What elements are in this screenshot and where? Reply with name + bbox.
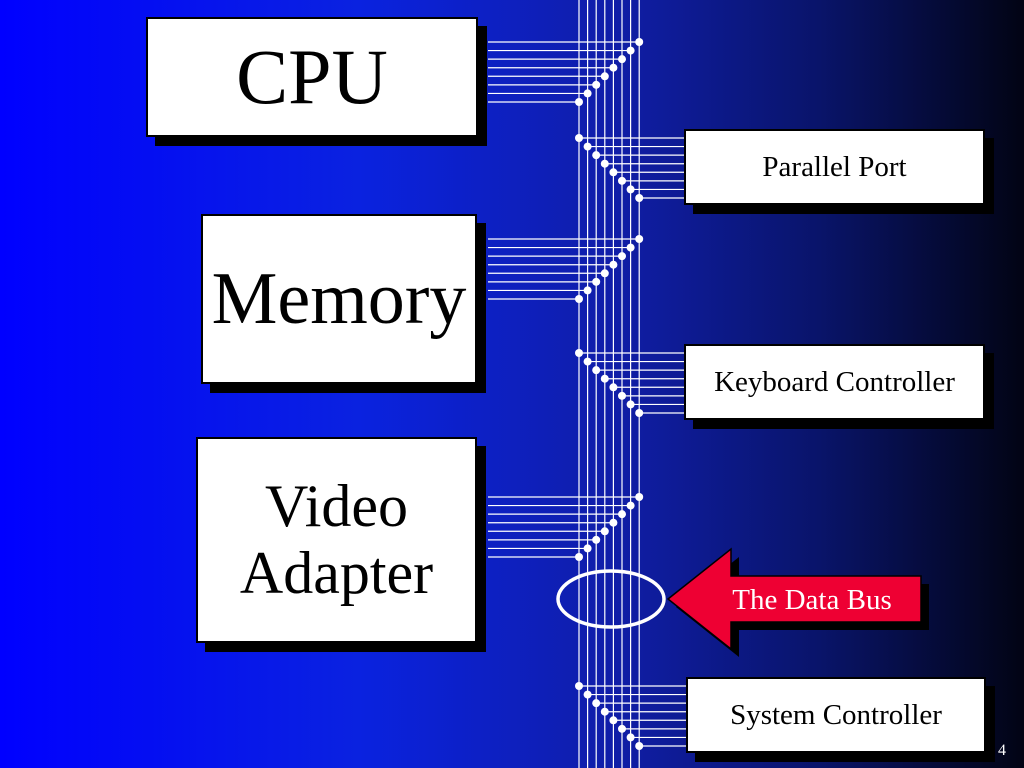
video-adapter-label-line2: Adapter xyxy=(239,540,434,606)
memory-junction-dot xyxy=(583,286,592,295)
memory-junction-dot xyxy=(600,269,609,278)
cpu-label: CPU xyxy=(236,33,388,120)
system-controller-box: System Controller xyxy=(686,677,986,753)
system-controller-junction-dot xyxy=(635,742,644,750)
memory-junction-dot xyxy=(575,295,583,303)
memory-junction-dot xyxy=(626,243,635,252)
cpu-junction-dot xyxy=(600,72,609,81)
video-adapter-box: Video Adapter xyxy=(196,437,477,643)
system-controller-junction-dot xyxy=(600,707,609,716)
video-adapter-junction-dot xyxy=(609,518,618,527)
keyboard-controller-junction-dot xyxy=(635,409,644,417)
memory-junction-dot xyxy=(635,235,644,243)
parallel-port-junction-dot xyxy=(635,194,644,202)
video-adapter-junction-dot xyxy=(583,544,592,553)
page-number: 4 xyxy=(998,742,1006,759)
system-controller-junction-dot xyxy=(583,690,592,699)
system-controller-junction-dot xyxy=(626,733,635,742)
keyboard-controller-box: Keyboard Controller xyxy=(684,344,985,420)
cpu-junction-dot xyxy=(609,63,618,72)
parallel-port-junction-dot xyxy=(618,176,626,185)
keyboard-controller-junction-dot xyxy=(575,349,583,357)
parallel-port-junction-dot xyxy=(575,134,583,142)
keyboard-controller-label: Keyboard Controller xyxy=(714,365,955,398)
parallel-port-junction-dot xyxy=(592,151,601,160)
video-adapter-junction-dot xyxy=(635,493,644,501)
keyboard-controller-junction-dot xyxy=(618,391,626,400)
system-controller-junction-dot xyxy=(592,699,601,708)
video-adapter-junction-dot xyxy=(626,501,635,510)
keyboard-controller-junction-dot xyxy=(626,400,635,409)
memory-label: Memory xyxy=(211,258,467,340)
keyboard-controller-junction-dot xyxy=(583,357,592,366)
memory-junction-dot xyxy=(592,277,601,286)
parallel-port-box: Parallel Port xyxy=(684,129,985,205)
keyboard-controller-junction-dot xyxy=(592,366,601,375)
system-controller-junction-dot xyxy=(618,724,626,733)
data-bus-arrow xyxy=(666,547,922,651)
cpu-junction-dot xyxy=(592,80,601,89)
cpu-junction-dot xyxy=(575,98,583,106)
parallel-port-junction-dot xyxy=(583,142,592,151)
memory-junction-dot xyxy=(618,252,626,261)
system-controller-junction-dot xyxy=(575,682,583,690)
cpu-junction-dot xyxy=(618,55,626,64)
memory-junction-dot xyxy=(609,260,618,269)
data-bus-highlight-ellipse xyxy=(556,569,666,629)
video-adapter-junction-dot xyxy=(618,510,626,519)
parallel-port-junction-dot xyxy=(609,168,618,177)
video-adapter-junction-dot xyxy=(600,527,609,536)
system-controller-label: System Controller xyxy=(730,698,942,731)
video-adapter-junction-dot xyxy=(592,535,601,544)
parallel-port-label: Parallel Port xyxy=(762,150,907,183)
parallel-port-junction-dot xyxy=(600,159,609,168)
cpu-junction-dot xyxy=(635,38,644,46)
system-controller-junction-dot xyxy=(609,716,618,725)
cpu-junction-dot xyxy=(626,46,635,55)
parallel-port-junction-dot xyxy=(626,185,635,194)
video-adapter-label-line1: Video xyxy=(264,472,409,539)
keyboard-controller-junction-dot xyxy=(609,383,618,392)
video-adapter-junction-dot xyxy=(575,553,583,561)
keyboard-controller-junction-dot xyxy=(600,374,609,383)
cpu-junction-dot xyxy=(583,89,592,98)
memory-box: Memory xyxy=(201,214,477,384)
cpu-box: CPU xyxy=(146,17,478,137)
data-bus-callout-label: The Data Bus xyxy=(732,583,892,616)
